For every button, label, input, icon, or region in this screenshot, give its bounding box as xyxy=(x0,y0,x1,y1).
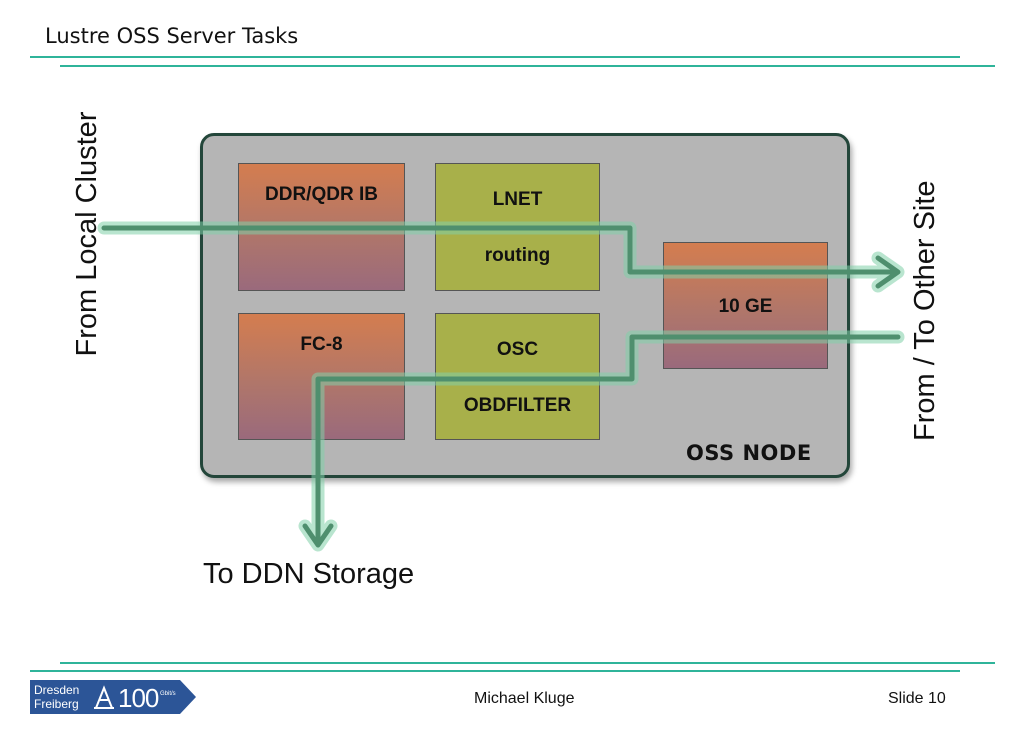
ddn-flow-arrow-glow xyxy=(298,330,905,552)
page-title: Lustre OSS Server Tasks xyxy=(45,24,299,48)
from-to-other-site-label: From / To Other Site xyxy=(909,180,941,441)
road-icon xyxy=(94,685,114,709)
footer-rule-bottom xyxy=(30,670,960,672)
routing-label: routing xyxy=(484,245,551,266)
lnet-label: LNET xyxy=(492,189,543,210)
10-ge-box: 10 GE xyxy=(663,242,828,369)
to-ddn-storage-label: To DDN Storage xyxy=(203,558,415,590)
logo-line-2: Freiberg xyxy=(34,697,79,711)
footer-rule-top xyxy=(60,662,995,664)
10-ge-label: 10 GE xyxy=(718,296,773,317)
local-cluster-flow-arrow-glow xyxy=(97,221,905,293)
logo-unit: Gbit/s xyxy=(160,691,176,697)
logo-line-1: Dresden xyxy=(34,683,80,697)
author-name: Michael Kluge xyxy=(474,690,575,707)
logo-arrow-shape xyxy=(30,680,196,714)
oss-node-label: OSS NODE xyxy=(686,441,812,465)
dresden-freiberg-logo: Dresden Freiberg 100 Gbit/s xyxy=(30,680,196,714)
local-cluster-flow-arrow xyxy=(101,225,901,289)
ddn-flow-arrow xyxy=(302,334,901,548)
ddr-qdr-ib-label: DDR/QDR IB xyxy=(265,184,378,205)
from-local-cluster-label: From Local Cluster xyxy=(71,111,103,357)
header-rule-bottom xyxy=(60,65,995,67)
header-rule-top xyxy=(30,56,960,58)
obdfilter-label: OBDFILTER xyxy=(463,395,572,416)
logo-number: 100 xyxy=(118,683,159,713)
osc-label: OSC xyxy=(496,339,539,360)
slide-number: Slide 10 xyxy=(888,690,946,707)
fc-8-label: FC-8 xyxy=(300,334,343,355)
